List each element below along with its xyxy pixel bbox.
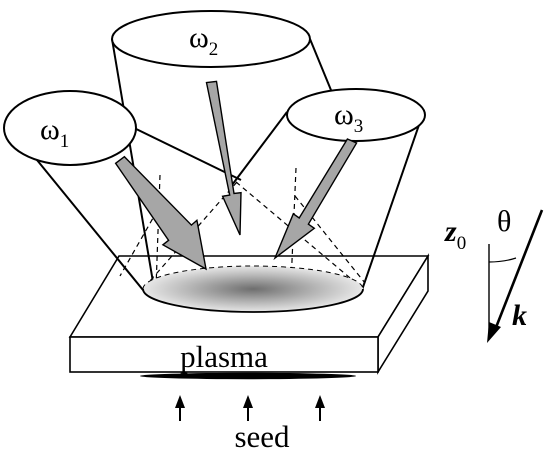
cross-dash-left <box>119 210 158 277</box>
focal-spot <box>143 266 363 312</box>
beam-3-hidden-edge <box>141 181 238 291</box>
seed-beam <box>140 372 356 421</box>
beam-2-arrow <box>205 80 242 236</box>
theta-arc <box>488 257 517 263</box>
beam-3-arrow <box>273 138 358 261</box>
k-vector-shaft <box>493 209 544 331</box>
beam-3-aperture <box>286 88 426 142</box>
beam-3-cone <box>231 88 426 291</box>
seed-arrow-right-head <box>315 395 325 408</box>
beam-3-left-edge <box>231 111 288 186</box>
plasma-label: plasma <box>180 339 268 374</box>
z0-label: z0 <box>444 215 466 254</box>
beam-3-right-edge <box>361 121 421 291</box>
beam-1-cone <box>3 90 242 291</box>
slab-front-face <box>69 336 379 373</box>
k-label: k <box>512 299 527 332</box>
focal-spot-front-rim <box>142 288 364 313</box>
seed-arrow-left-head <box>175 395 185 408</box>
wave-vector-inset: z0 θ k <box>444 205 544 343</box>
beam-3-label: ω3 <box>334 98 363 137</box>
beam-1-aperture <box>3 90 137 166</box>
beam-arrows <box>114 80 358 271</box>
beam-1-right-edge <box>129 125 242 181</box>
seed-pulse <box>140 372 356 380</box>
beam-2-aperture <box>111 10 311 68</box>
beam-2-label: ω2 <box>189 21 218 60</box>
seed-arrows <box>175 395 325 421</box>
theta-label: θ <box>497 205 511 238</box>
k-vector-head <box>487 322 501 343</box>
beam-2-cone <box>111 10 341 283</box>
seed-label: seed <box>234 419 290 454</box>
beam-2-left-edge <box>111 38 154 283</box>
seed-arrow-center-head <box>243 395 253 408</box>
beam-1-arrow <box>114 155 207 271</box>
beam-1-label: ω1 <box>40 113 69 152</box>
